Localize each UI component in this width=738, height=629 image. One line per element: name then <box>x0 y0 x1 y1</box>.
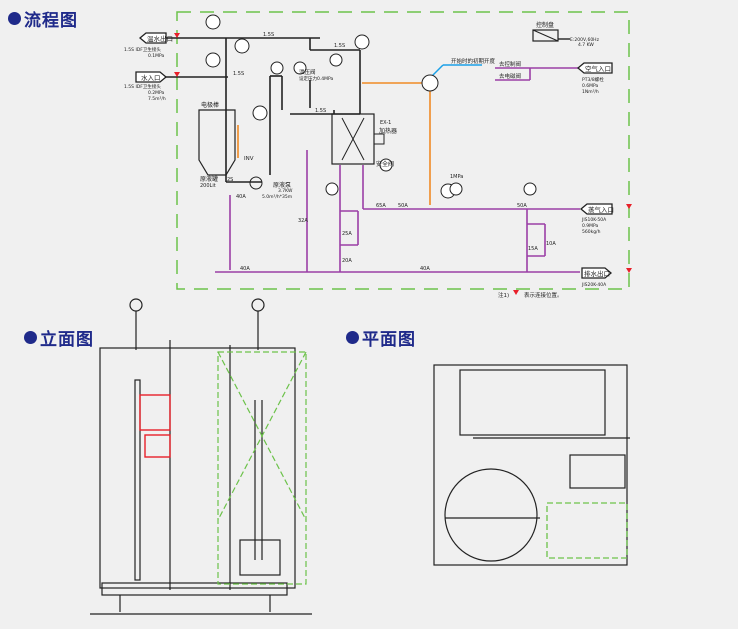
pump-name: 原液泵 <box>273 181 291 189</box>
svg-text:排水出口: 排水出口 <box>584 269 610 278</box>
svg-text:1.5S: 1.5S <box>334 43 345 49</box>
plan-title-text: 平面图 <box>362 330 416 350</box>
svg-text:1.5S: 1.5S <box>315 108 326 114</box>
exchanger-ex1 <box>331 113 385 165</box>
svg-text:去控制阀: 去控制阀 <box>499 60 521 68</box>
svg-text:蒸气入口: 蒸气入口 <box>588 205 614 214</box>
svg-text:20A: 20A <box>342 258 352 264</box>
bullet-icon <box>8 12 21 25</box>
svg-text:0.9MPa: 0.9MPa <box>582 223 599 229</box>
svg-text:10A: 10A <box>546 241 556 247</box>
terminal-drain-out: 排水出口 JIS20K-40A <box>581 267 613 288</box>
svg-text:7.5m³/h: 7.5m³/h <box>148 96 166 102</box>
svg-text:JIS10K-50A: JIS10K-50A <box>581 217 607 223</box>
elevation-green <box>217 351 307 585</box>
svg-text:560kg/h: 560kg/h <box>582 229 601 235</box>
svg-text:0.2MPa: 0.2MPa <box>148 90 165 96</box>
svg-text:50A: 50A <box>517 203 527 209</box>
elevation-drawing <box>90 298 312 615</box>
svg-text:水入口: 水入口 <box>141 73 161 82</box>
pump-flow: 5.0m³/h*35m <box>262 194 292 200</box>
svg-text:2S: 2S <box>227 177 233 183</box>
plan-green <box>546 502 628 559</box>
svg-text:65A: 65A <box>376 203 386 209</box>
svg-text:1MPa: 1MPa <box>450 174 463 180</box>
air-branches: 去控制阀 去电磁阀 <box>495 60 530 81</box>
svg-text:E:200V,60Hz: E:200V,60Hz <box>570 37 600 43</box>
pump-kw: 3.7KW <box>278 188 293 194</box>
svg-text:1Nm³/h: 1Nm³/h <box>582 89 599 95</box>
flow-diagram-title: 流程图 <box>8 6 78 31</box>
svg-text:0.1MPa: 0.1MPa <box>148 53 165 59</box>
svg-text:1.5S: 1.5S <box>263 32 274 38</box>
svg-text:32A: 32A <box>298 218 308 224</box>
terminal-water-in: 水入口 1.5S IDF卫生接头 0.2MPa 7.5m³/h <box>124 71 168 102</box>
plan-title: 平面图 <box>346 325 416 350</box>
level-label: 电极棒 <box>201 101 219 109</box>
tank-name: 原液罐 <box>200 175 218 183</box>
svg-text:40A: 40A <box>236 194 246 200</box>
bullet-icon <box>24 331 37 344</box>
inv-label: INV <box>244 156 254 162</box>
flow-title-text: 流程图 <box>24 11 78 31</box>
svg-text:40A: 40A <box>420 266 430 272</box>
tank-t1 <box>198 109 236 176</box>
svg-text:50A: 50A <box>398 203 408 209</box>
svg-text:15A: 15A <box>528 246 538 252</box>
svg-text:去电磁阀: 去电磁阀 <box>499 72 521 80</box>
svg-text:1.5S: 1.5S <box>233 71 244 77</box>
safety-name: 安全阀 <box>376 160 394 168</box>
exchanger-tag: EX-1 <box>380 120 391 126</box>
relief-set: 设定压力0.4MPa <box>299 75 334 82</box>
plan-drawing <box>433 364 630 566</box>
note-text: 表示连接位置。 <box>524 291 563 299</box>
callout-text: 开始时的初期开度 <box>451 57 496 65</box>
elevation-title: 立面图 <box>24 325 94 350</box>
svg-text:温水出口: 温水出口 <box>147 34 173 43</box>
svg-text:0.6MPa: 0.6MPa <box>582 83 599 89</box>
svg-text:40A: 40A <box>240 266 250 272</box>
terminal-hot-water-out: 温水出口 1.5S IDF卫生接头 0.1MPa <box>124 32 173 59</box>
terminal-air-in: 空气入口 PT3/8螺栓 0.6MPa 1Nm³/h <box>576 62 613 95</box>
relief-name: 泄压阀 <box>299 68 316 76</box>
connection-taps <box>174 33 632 295</box>
svg-text:4.7 KW: 4.7 KW <box>578 42 594 48</box>
elevation-title-text: 立面图 <box>40 330 94 350</box>
tank-cap: 200Lit <box>200 183 216 189</box>
svg-text:PT3/8螺栓: PT3/8螺栓 <box>582 76 604 83</box>
package-boundary <box>176 11 630 290</box>
svg-text:1.5S IDF卫生接头: 1.5S IDF卫生接头 <box>124 46 161 53</box>
bullet-icon <box>346 331 359 344</box>
svg-text:25A: 25A <box>342 231 352 237</box>
elevation-red <box>139 394 171 458</box>
pump-p1 <box>249 176 263 190</box>
svg-text:1.5S IDF卫生接头: 1.5S IDF卫生接头 <box>124 83 161 90</box>
note-prefix: 注1) <box>498 291 509 299</box>
svg-text:控制盘: 控制盘 <box>536 21 554 29</box>
control-panel: 控制盘 E:200V,60Hz 4.7 KW <box>532 21 600 48</box>
svg-text:空气入口: 空气入口 <box>585 64 611 73</box>
instrument-bubbles <box>205 14 537 199</box>
exchanger-name: 加热器 <box>379 127 397 135</box>
terminal-steam-in: 蒸气入口 JIS10K-50A 0.9MPa 560kg/h <box>579 203 614 235</box>
svg-text:JIS20K-40A: JIS20K-40A <box>581 282 607 288</box>
